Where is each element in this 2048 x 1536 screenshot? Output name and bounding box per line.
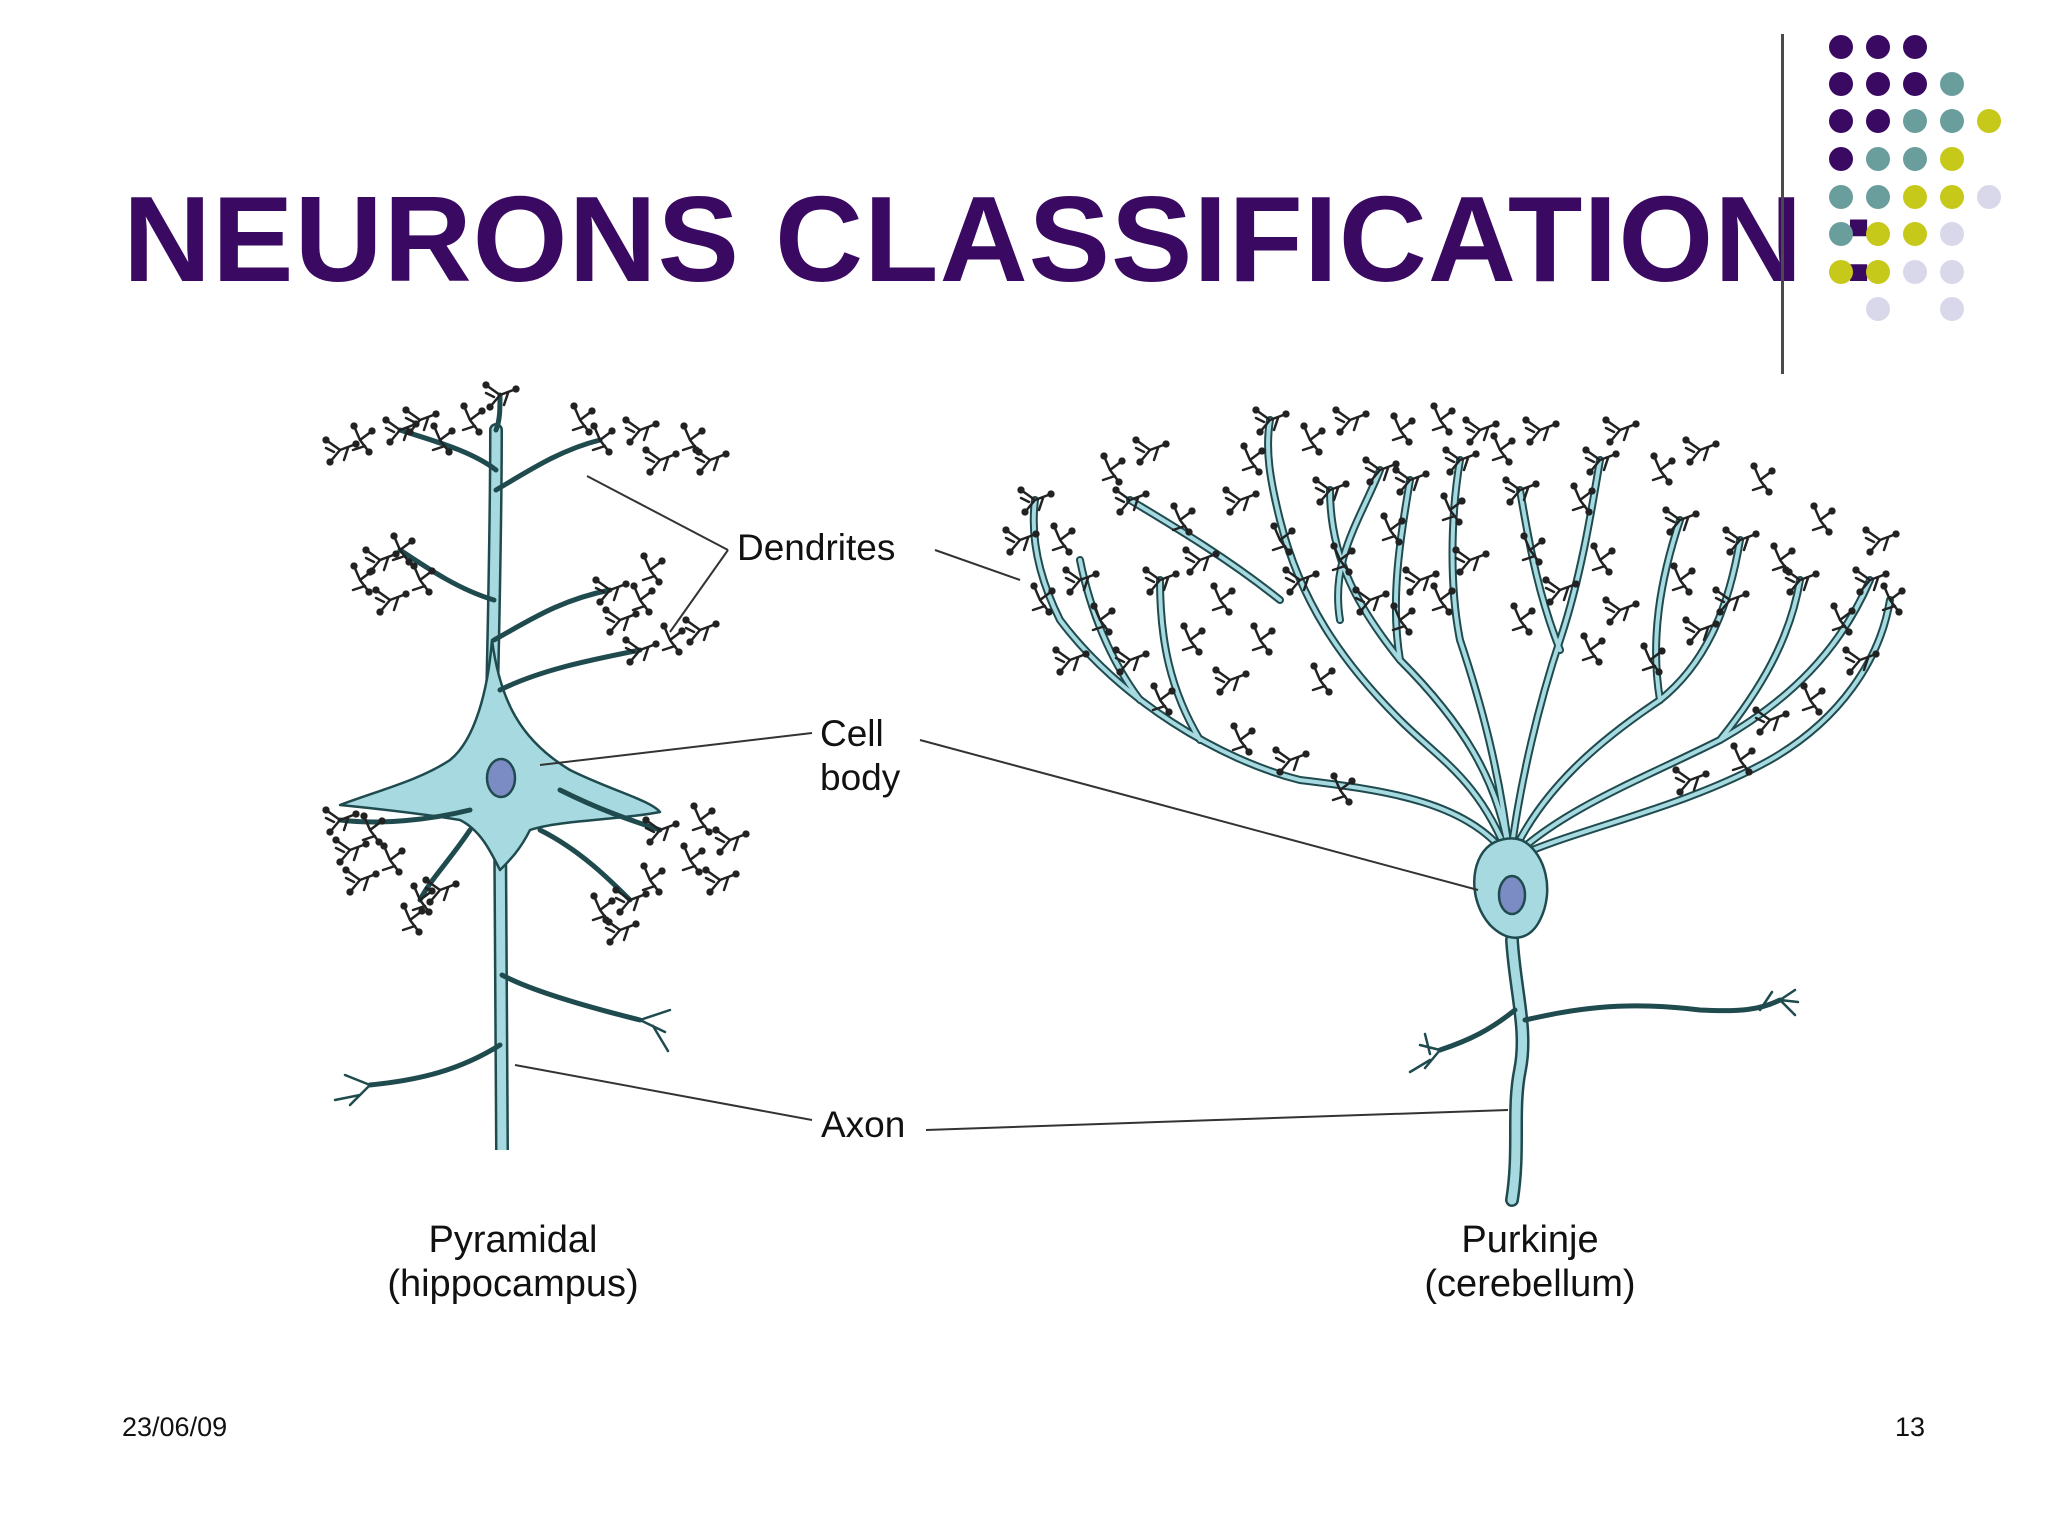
title-divider — [1781, 34, 1784, 374]
slide-date: 23/06/09 — [122, 1412, 228, 1442]
pyramidal-neuron — [322, 381, 750, 1151]
axon-label: Axon — [821, 1104, 905, 1145]
pyramidal-caption-name: Pyramidal — [429, 1219, 598, 1261]
purkinje-neuron — [1002, 402, 1906, 1207]
pyramidal-caption-region: (hippocampus) — [387, 1263, 638, 1305]
slide-page-number: 13 — [1895, 1412, 1926, 1442]
cell-body-label-line1: Cell — [820, 713, 884, 754]
slide-title: NEURONS CLASSIFICATION : — [123, 171, 1880, 307]
purkinje-caption-name: Purkinje — [1461, 1219, 1598, 1261]
cell-body-label-line2: body — [820, 757, 901, 798]
purkinje-caption-region: (cerebellum) — [1424, 1263, 1635, 1305]
leader-lines — [514, 475, 1509, 1131]
dendrites-label: Dendrites — [737, 527, 895, 568]
